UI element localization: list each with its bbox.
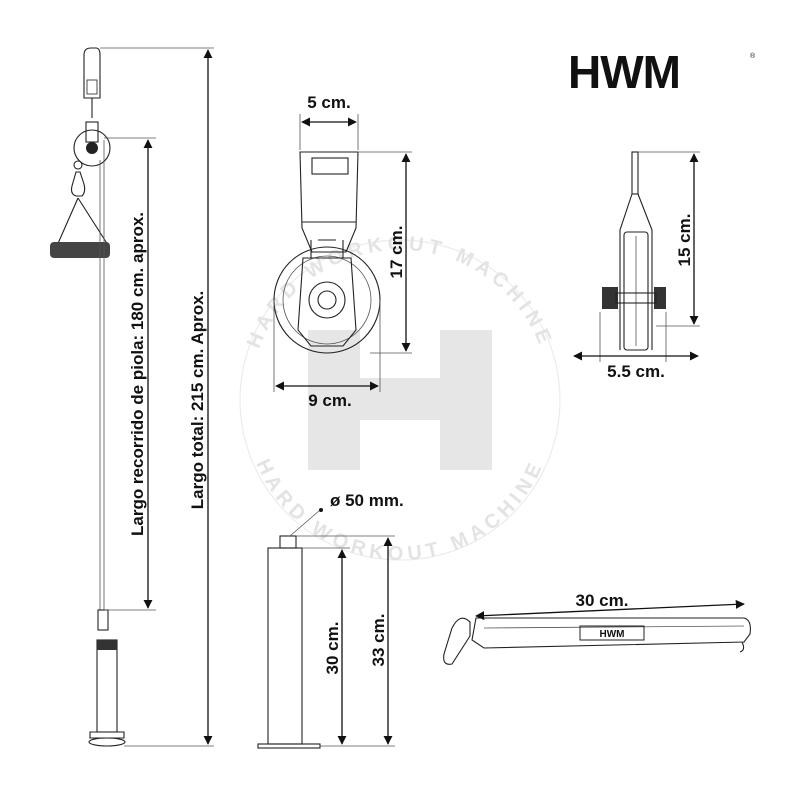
side-bracket-tab <box>631 151 639 195</box>
post-height-inner-label: 30 cm. <box>323 622 342 675</box>
handle-length-dimension-line <box>475 599 745 621</box>
handle-carabiner <box>70 171 86 197</box>
floor-plate <box>88 737 126 747</box>
bracket-slot <box>311 157 349 175</box>
watermark-h-letter <box>308 330 492 470</box>
straight-handle: HWM 30 cm. <box>443 591 751 665</box>
watermark-ring-text-bottom: HARD WORKOUT MACHINE <box>251 456 548 565</box>
pulley-diameter-label: 9 cm. <box>308 391 351 410</box>
d-handle-straps <box>55 197 109 249</box>
small-pulley <box>73 129 111 167</box>
side-pulley-wheel <box>623 231 649 351</box>
floor-post-detail: ø 50 mm. 30 cm. 33 cm. <box>257 491 404 749</box>
pulley-side-view: 15 cm. 5.5 cm. <box>573 151 700 381</box>
post-height-outer-label: 33 cm. <box>369 614 388 667</box>
brand-logo: HWM ® <box>568 46 756 98</box>
top-carabiner <box>83 47 101 99</box>
bracket-width-label: 5 cm. <box>307 93 350 112</box>
watermark: HARD WORKOUT MACHINE HARD WORKOUT MACHIN… <box>239 233 561 565</box>
pulley-height-label: 17 cm. <box>387 226 406 279</box>
logo-text: HWM <box>568 46 680 98</box>
d-handle-grip <box>50 242 110 258</box>
post-tube <box>267 547 303 745</box>
post-diameter-label: ø 50 mm. <box>330 491 404 510</box>
registered-mark: ® <box>750 52 756 60</box>
post-base-plate <box>257 743 321 749</box>
axle-nut-right <box>654 287 666 309</box>
handle-bar <box>471 617 751 649</box>
handle-badge-text: HWM <box>600 629 625 640</box>
axle-nut-left <box>602 287 618 309</box>
pulley-bracket <box>299 151 359 253</box>
pulley-hub <box>308 281 346 319</box>
floor-post <box>96 639 118 733</box>
total-length-label: Largo total: 215 cm. Aprox. <box>188 291 207 510</box>
handle-length-label: 30 cm. <box>576 591 629 610</box>
cable-travel-label: Largo recorrido de piola: 180 cm. aprox. <box>128 212 147 536</box>
handle-carabiner-ring <box>443 617 471 665</box>
side-height-label: 15 cm. <box>675 214 694 267</box>
watermark-ring <box>239 239 561 561</box>
pulley-front-view: 5 cm. 17 cm. 9 cm. <box>273 93 412 410</box>
side-width-label: 5.5 cm. <box>607 362 665 381</box>
cable-assembly: Largo recorrido de piola: 180 cm. aprox.… <box>50 47 214 747</box>
